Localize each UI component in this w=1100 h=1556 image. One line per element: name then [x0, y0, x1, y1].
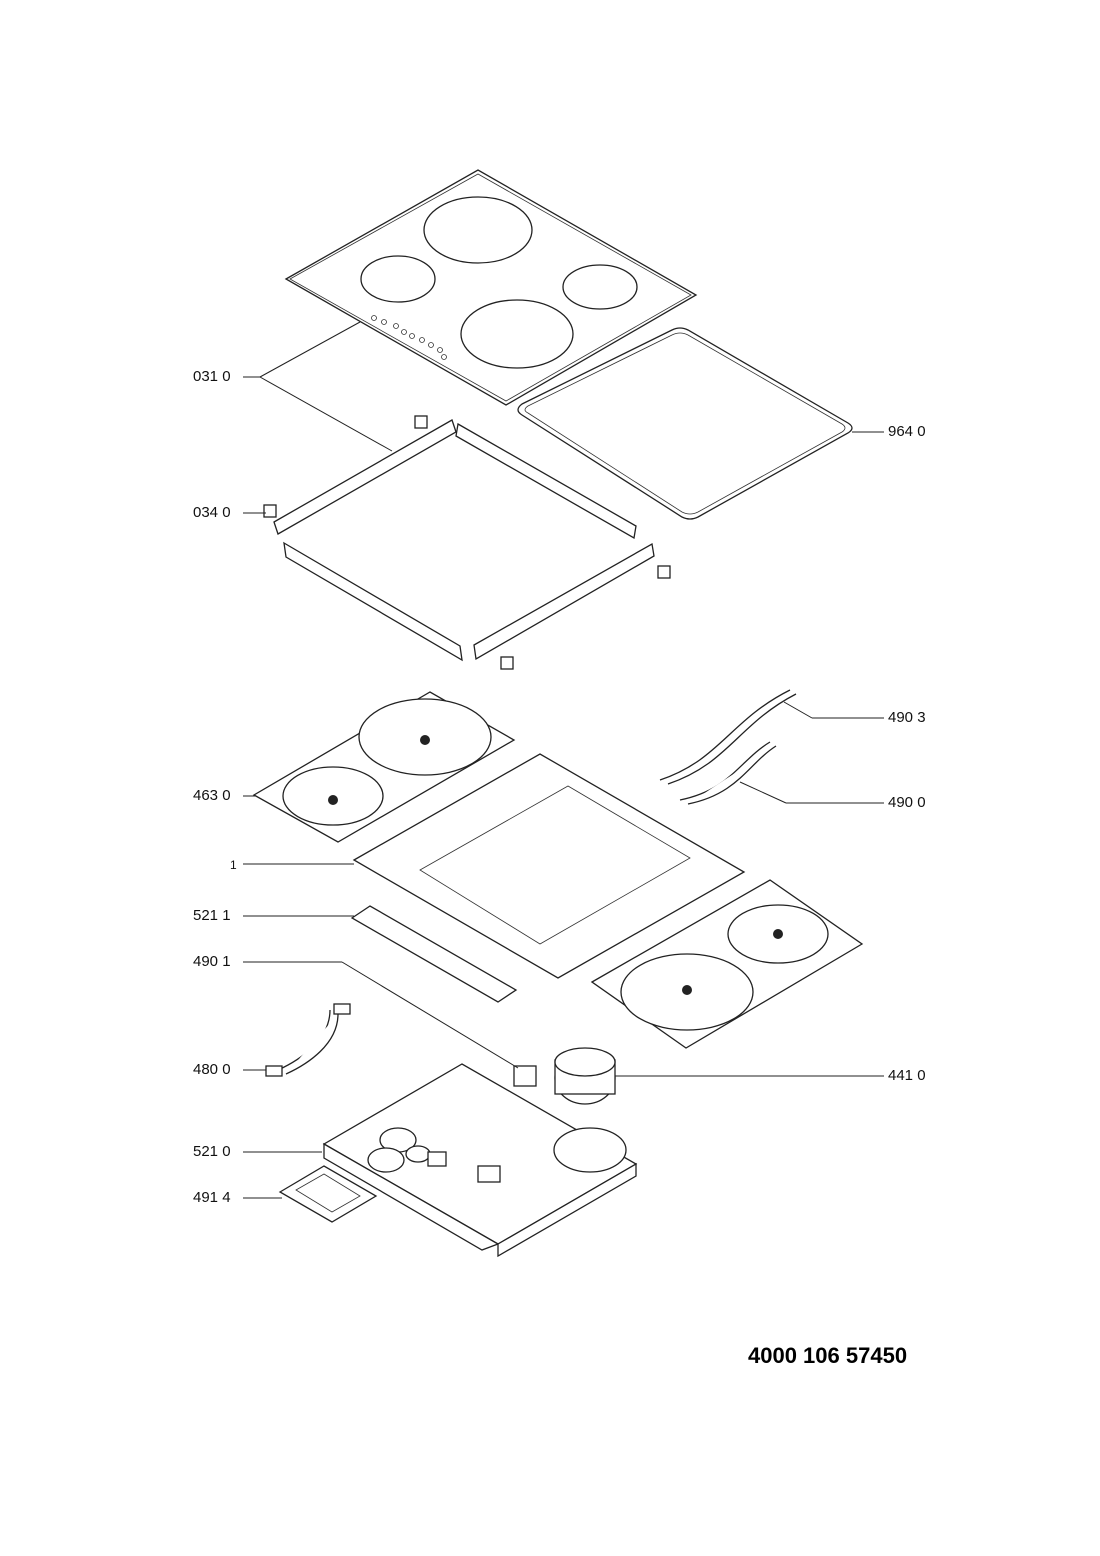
glass-ceramic-top: [284, 169, 698, 406]
cooling-fan: [554, 1047, 616, 1105]
part-label-490-1: 490 1: [193, 953, 231, 970]
support-tray: [352, 753, 746, 979]
induction-coil-plate-right: [590, 879, 864, 1049]
leader-lines: [243, 321, 884, 1199]
part-label-480-0: 480 0: [193, 1061, 231, 1078]
filter-mesh: [278, 1165, 378, 1223]
induction-coil-plate-left: [252, 691, 516, 843]
part-label-463-0: 463 0: [193, 787, 231, 804]
part-label-521-1: 521 1: [193, 907, 231, 924]
seal-gasket: [517, 327, 853, 520]
frame-profiles: [263, 415, 671, 670]
control-board: [350, 905, 518, 1003]
part-label-441-0: 441 0: [888, 1067, 926, 1084]
part-label-490-0: 490 0: [888, 794, 926, 811]
part-label-034-0: 034 0: [193, 504, 231, 521]
document-number: 4000 106 57450: [748, 1343, 908, 1368]
control-symbols: [371, 315, 447, 360]
wire-harness: [659, 689, 797, 805]
sensor-connector: [513, 1065, 537, 1087]
part-label-490-3: 490 3: [888, 709, 926, 726]
part-label-031-0: 031 0: [193, 368, 231, 385]
part-label-964-0: 964 0: [888, 423, 926, 440]
ribbon-cable: [265, 1003, 351, 1077]
power-module: [322, 1063, 638, 1258]
part-label-521-0: 521 0: [193, 1143, 231, 1160]
part-label-491-4: 491 4: [193, 1189, 231, 1206]
part-label-1: 1: [230, 858, 237, 872]
